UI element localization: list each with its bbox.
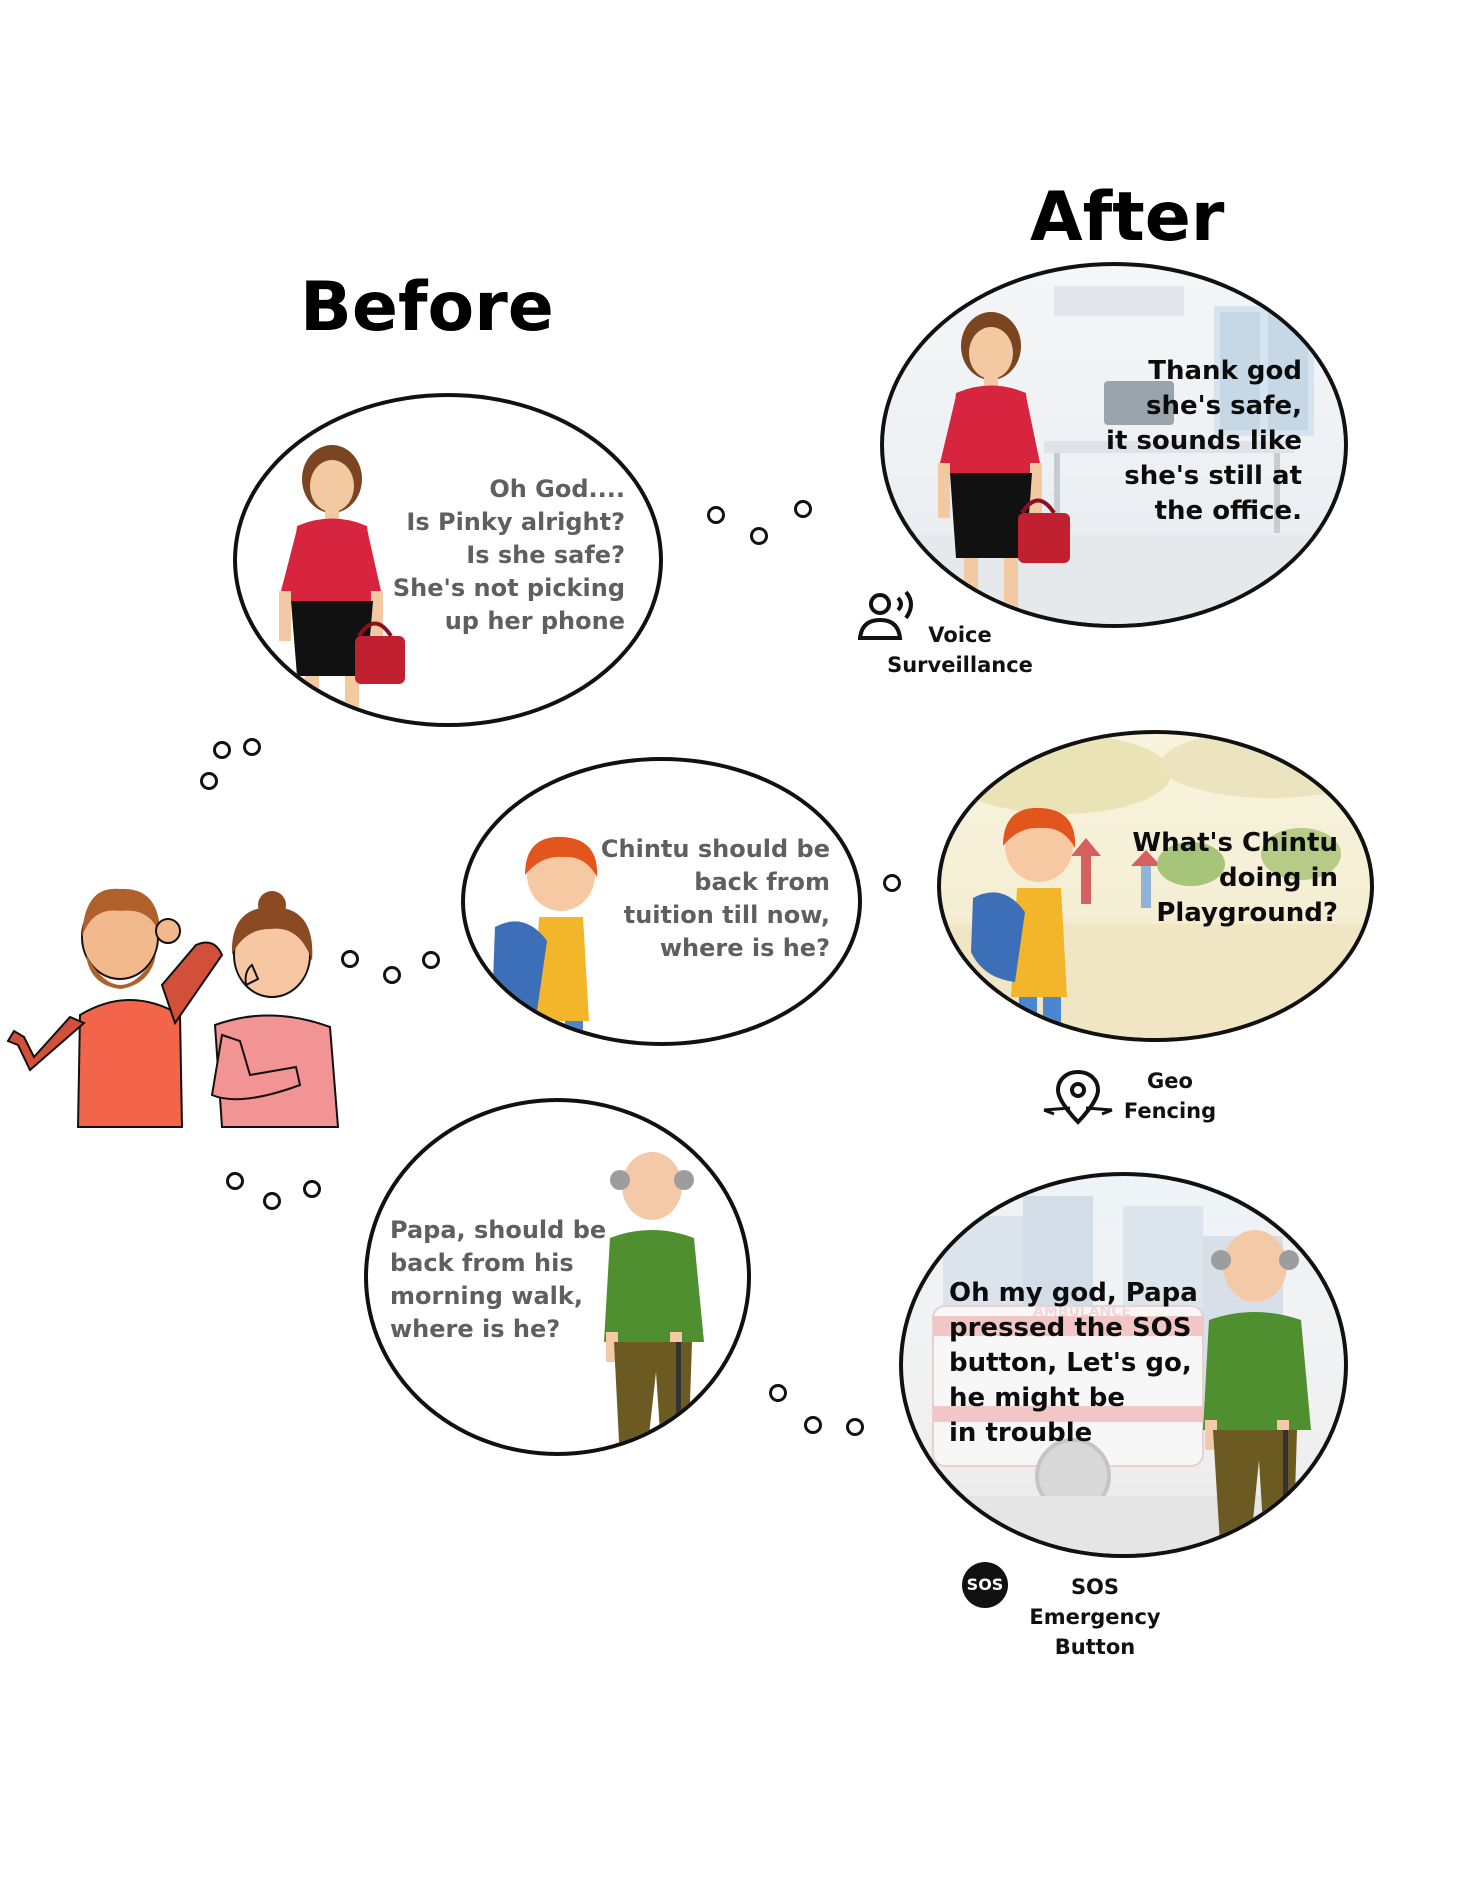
- after-street-bubble: AMBULANCE Oh my god, Papa pressed the SO…: [899, 1172, 1348, 1558]
- location-pin-icon: [1043, 1069, 1113, 1125]
- street-alert-text: Oh my god, Papa pressed the SOS button, …: [949, 1278, 1198, 1448]
- worried-parents-illustration: [6, 888, 340, 1128]
- thought-dot: [883, 874, 901, 892]
- chintu-thought-text: Chintu should be back from tuition till …: [600, 835, 830, 962]
- thought-dot: [303, 1180, 321, 1198]
- before-mother-bubble: Oh God.... Is Pinky alright? Is she safe…: [233, 393, 663, 727]
- thought-dot: [422, 951, 440, 969]
- thought-dot: [769, 1384, 787, 1402]
- office-relief-text: Thank god she's safe, it sounds like she…: [1106, 356, 1302, 526]
- park-query-text: What's Chintu doing in Playground?: [1132, 828, 1338, 928]
- thought-dot: [226, 1172, 244, 1190]
- thought-dot: [263, 1192, 281, 1210]
- thought-dot: [794, 500, 812, 518]
- voice-surveillance-label: Voice Surveillance: [887, 623, 1033, 677]
- before-heading: Before: [300, 268, 554, 347]
- before-chintu-bubble: Chintu should be back from tuition till …: [461, 757, 862, 1046]
- before-papa-bubble: Papa, should be back from his morning wa…: [364, 1098, 751, 1456]
- papa-thought-text: Papa, should be back from his morning wa…: [390, 1216, 607, 1343]
- thought-dot: [213, 741, 231, 759]
- voice-surveillance-icon: [858, 590, 913, 640]
- after-park-bubble: What's Chintu doing in Playground?: [937, 730, 1374, 1042]
- ambulance-label: AMBULANCE: [1033, 1304, 1132, 1320]
- office-background: [884, 286, 1344, 624]
- thought-dot: [341, 950, 359, 968]
- sos-emergency-label: SOS Emergency Button: [1029, 1575, 1161, 1659]
- sos-icon: SOS: [962, 1562, 1008, 1608]
- thought-dot: [846, 1418, 864, 1436]
- schoolboy-illustration: [971, 807, 1076, 1038]
- thought-dot: [243, 738, 261, 756]
- thought-dot: [200, 772, 218, 790]
- after-office-bubble: Thank god she's safe, it sounds like she…: [880, 262, 1348, 628]
- thought-dot: [707, 506, 725, 524]
- working-woman-illustration: [279, 445, 405, 723]
- working-woman-illustration: [938, 312, 1070, 624]
- elderly-man-illustration: [604, 1152, 704, 1452]
- geo-fencing-label: Geo Fencing: [1123, 1069, 1217, 1123]
- after-heading: After: [1030, 178, 1225, 257]
- thought-dot: [750, 527, 768, 545]
- schoolboy-illustration: [493, 836, 598, 1042]
- thought-dot: [383, 966, 401, 984]
- street-background: [903, 1196, 1344, 1554]
- elderly-man-illustration: [1203, 1230, 1311, 1554]
- mother-thought-text: Oh God.... Is Pinky alright? Is she safe…: [392, 475, 625, 635]
- thought-dot: [804, 1416, 822, 1434]
